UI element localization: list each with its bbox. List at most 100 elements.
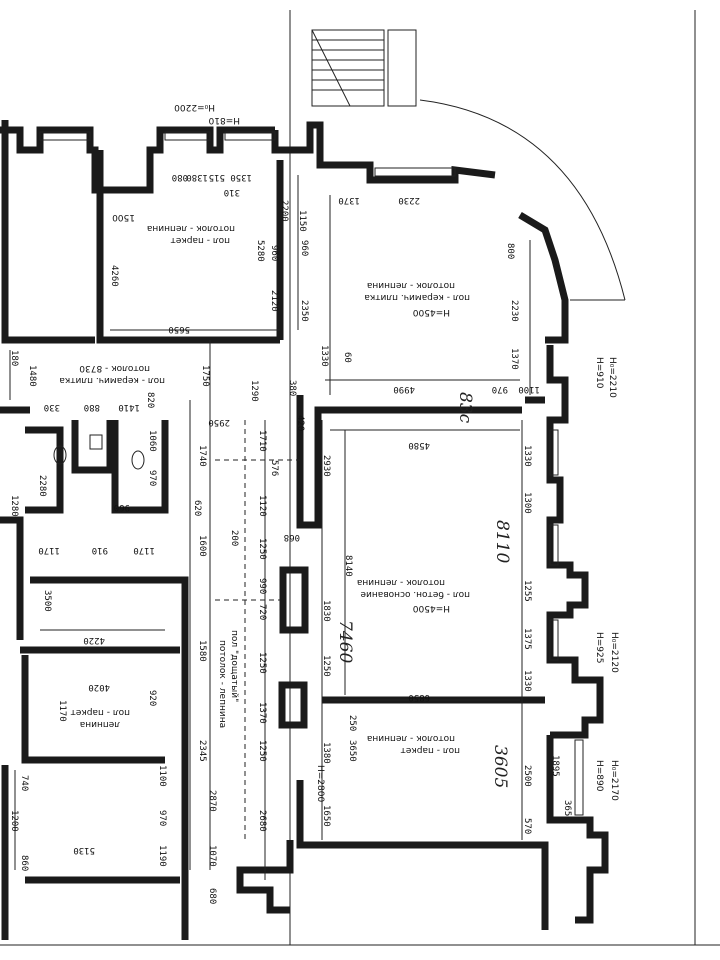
dim: 330 [44,402,60,412]
dim: 1060 [147,430,157,452]
dim: 1600 [197,535,207,557]
dim: 2350 [299,300,309,322]
dim: 970 [147,470,157,486]
dim: 960 [299,240,309,256]
dim: 1170 [38,545,60,555]
bottom-left-ceiling: лепнина [80,719,120,729]
dim: 1255 [522,580,532,602]
staircase [311,29,417,107]
hall-top-ceiling: потолок - лепнина [367,280,455,290]
dim: 970 [157,810,167,826]
dim: 1370 [338,195,360,205]
dim: 1100 [518,384,540,394]
dim: 200 [229,530,239,546]
height-h2: H=810 [208,115,240,125]
dim: 1070 [207,845,217,867]
dim: 1250 [257,538,267,560]
walls [0,120,609,940]
height-h5: H₀=2120 [609,632,619,673]
dim: 365 [562,800,572,816]
dim: 800 [505,243,515,259]
dim: 740 [19,775,29,791]
height-h4: H=910 [594,357,604,389]
dim: 2345 [197,740,207,762]
dim: 1350 [230,172,252,182]
dim: 1380 [186,172,208,182]
dim: 970 [492,384,508,394]
handwritten-8110: 8110 [492,520,512,563]
dim: 1170 [133,545,155,555]
dim: 3650 [347,740,357,762]
hall-top-height: H=4500 [413,307,450,317]
dim: 380 [287,380,297,396]
dim: 1200 [9,810,19,832]
handwritten-7460: 7460 [335,620,355,663]
dim: 5280 [255,240,265,262]
dim: 2950 [208,417,230,427]
height-h7: H₀=2170 [609,760,619,801]
office-left-floor: пол - паркет [171,235,230,245]
dim: 180 [9,350,19,366]
dim: 960 [269,245,279,261]
dim: 1895 [550,755,560,777]
dim: 420 [295,415,305,431]
dim: 2500 [522,765,532,787]
dim: 1100 [157,765,167,787]
dim: 60 [342,352,352,363]
dim: 8140 [343,555,353,577]
dim: 250 [347,715,357,731]
office-left-ceiling: потолок - лепнина [147,223,235,233]
dim: 1650 [321,805,331,827]
dim: 860 [19,855,29,871]
corridor-ceiling: потолок - 8730 [79,363,150,373]
height-h1: H₀=2200 [174,102,215,112]
dim: 910 [92,545,108,555]
dim: 620 [192,500,202,516]
dim: 960 [114,502,130,512]
dim: 1370 [509,348,519,370]
dim: 2870 [207,790,217,812]
dim: 2120 [269,290,279,312]
dim: 3500 [42,590,52,612]
dim: 1750 [200,365,210,387]
dim: 2930 [321,455,331,477]
dim: 080 [172,172,188,182]
dim: 4260 [109,265,119,287]
dim: 880 [84,402,100,412]
dim: 1190 [157,845,167,867]
dim: 1290 [249,380,259,402]
dim: 1580 [197,640,207,662]
dim: 1170 [57,700,67,722]
dim: 1410 [118,402,140,412]
dim: 1740 [197,445,207,467]
dim: 720 [257,604,267,620]
hall-mid-height: H=4500 [413,603,450,613]
dim: 2200 [279,200,289,222]
center-strip-ceiling: потолок - лепнина [217,640,227,728]
dim: 1280 [9,495,19,517]
height-h6: H=925 [594,632,604,664]
bottom-left-floor: пол - паркет [71,707,130,717]
dim: 1710 [257,430,267,452]
dim: 4990 [393,384,415,394]
dim: 515 [209,172,225,182]
dim: 5650 [168,324,190,334]
dim: 1370 [257,702,267,724]
dim: 990 [257,578,267,594]
dim: 1330 [522,445,532,467]
dim: 310 [224,187,240,197]
dim: 1300 [522,492,532,514]
dim: 1375 [522,628,532,650]
center-strip-floor: пол "дощатый" [229,630,239,702]
dim: 4580 [408,440,430,450]
bottom-right-ceiling: потолок - лепнина [367,733,455,743]
dimension-lines [9,175,531,880]
dim: 576 [269,460,279,476]
handwritten-83c: 83c [455,392,475,424]
windows [39,131,584,816]
dim: 068 [284,532,300,542]
bottom-right-floor: пол - паркет [401,745,460,755]
height-h3: H₀=2210 [607,357,617,398]
height-h9: H=2800 [315,765,325,802]
dim: 4220 [83,635,105,645]
